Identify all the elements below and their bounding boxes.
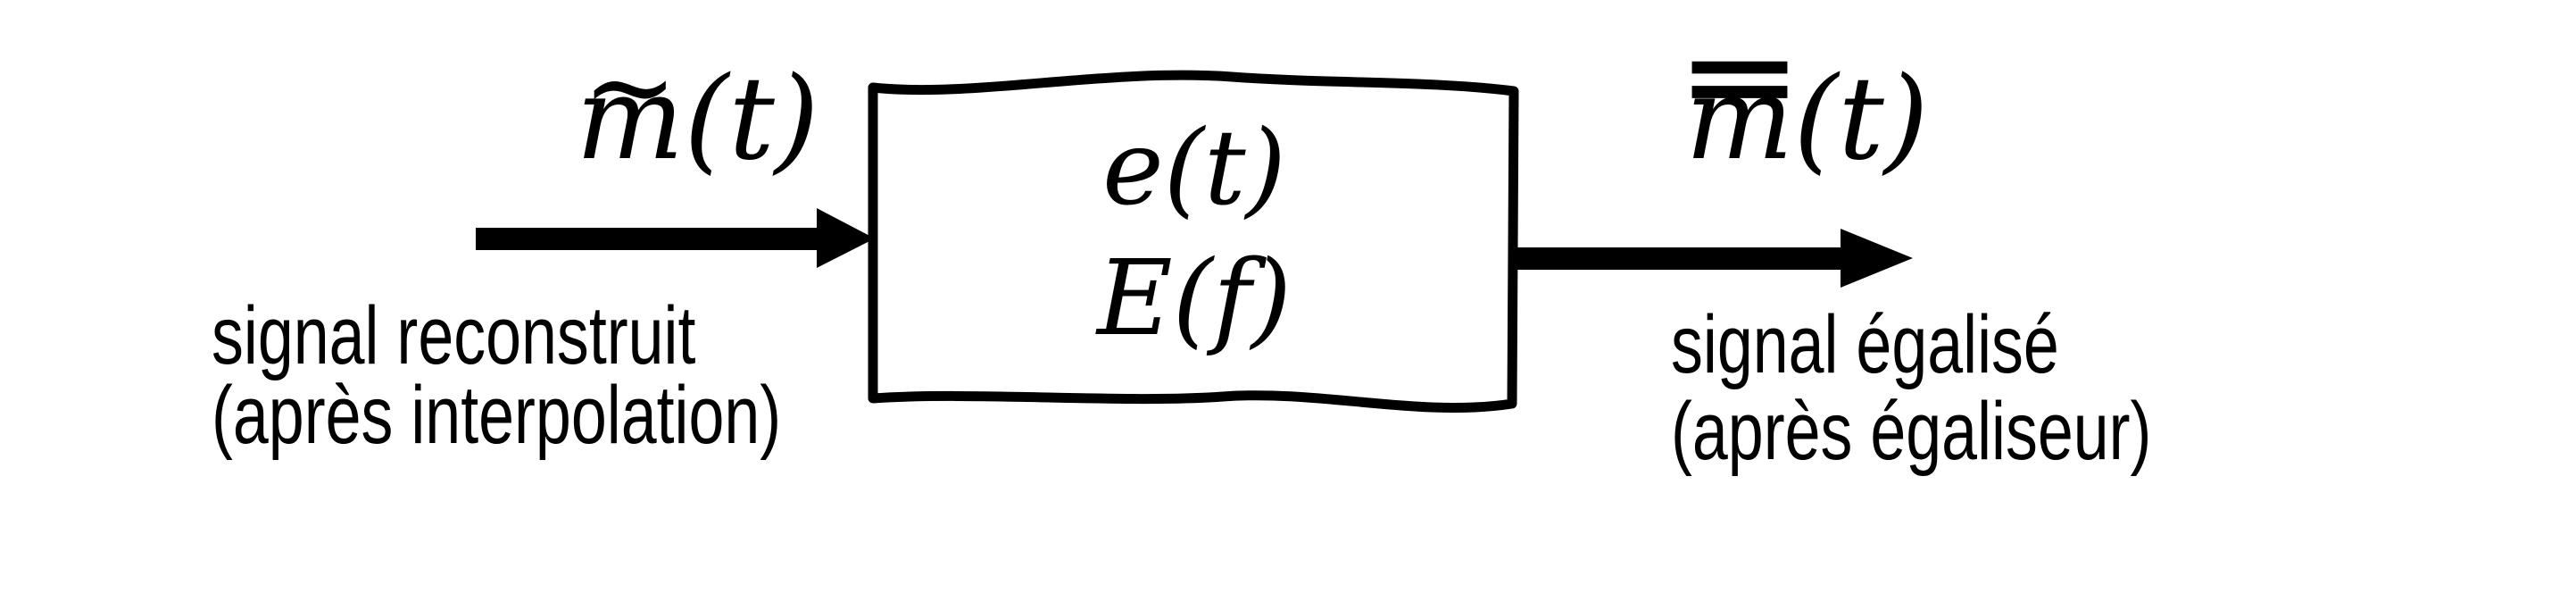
block-impulse-response-label: e(t): [1102, 108, 1286, 229]
input-signal-base: m: [576, 53, 685, 186]
block-transfer-function-label: E(f): [1096, 238, 1292, 359]
tilde-accent: ~: [582, 21, 678, 155]
input-signal-label: ~m (t): [576, 30, 819, 177]
input-caption-line1: signal reconstruit: [212, 290, 696, 381]
double-overline-accent: =: [1675, 10, 1804, 141]
output-signal-label: =m (t): [1675, 21, 1929, 177]
input-caption-line2: (après interpolation): [212, 370, 782, 461]
output-caption: signal égalisé (après égaliseur): [1671, 304, 2151, 472]
equalizer-box-shape: [868, 70, 1519, 414]
output-arrow: [1515, 229, 1913, 288]
input-signal-base-wrap: ~m: [576, 30, 684, 177]
output-signal-args: (t): [1793, 53, 1929, 186]
output-caption-line1: signal égalisé: [1671, 299, 2059, 390]
input-signal-args: (t): [684, 53, 819, 186]
output-signal-base: m: [1685, 53, 1794, 186]
input-arrow: [476, 208, 875, 268]
input-caption: signal reconstruit (après interpolation): [212, 295, 781, 456]
output-caption-line2: (après égaliseur): [1671, 386, 2152, 477]
output-signal-base-wrap: =m: [1675, 21, 1803, 177]
